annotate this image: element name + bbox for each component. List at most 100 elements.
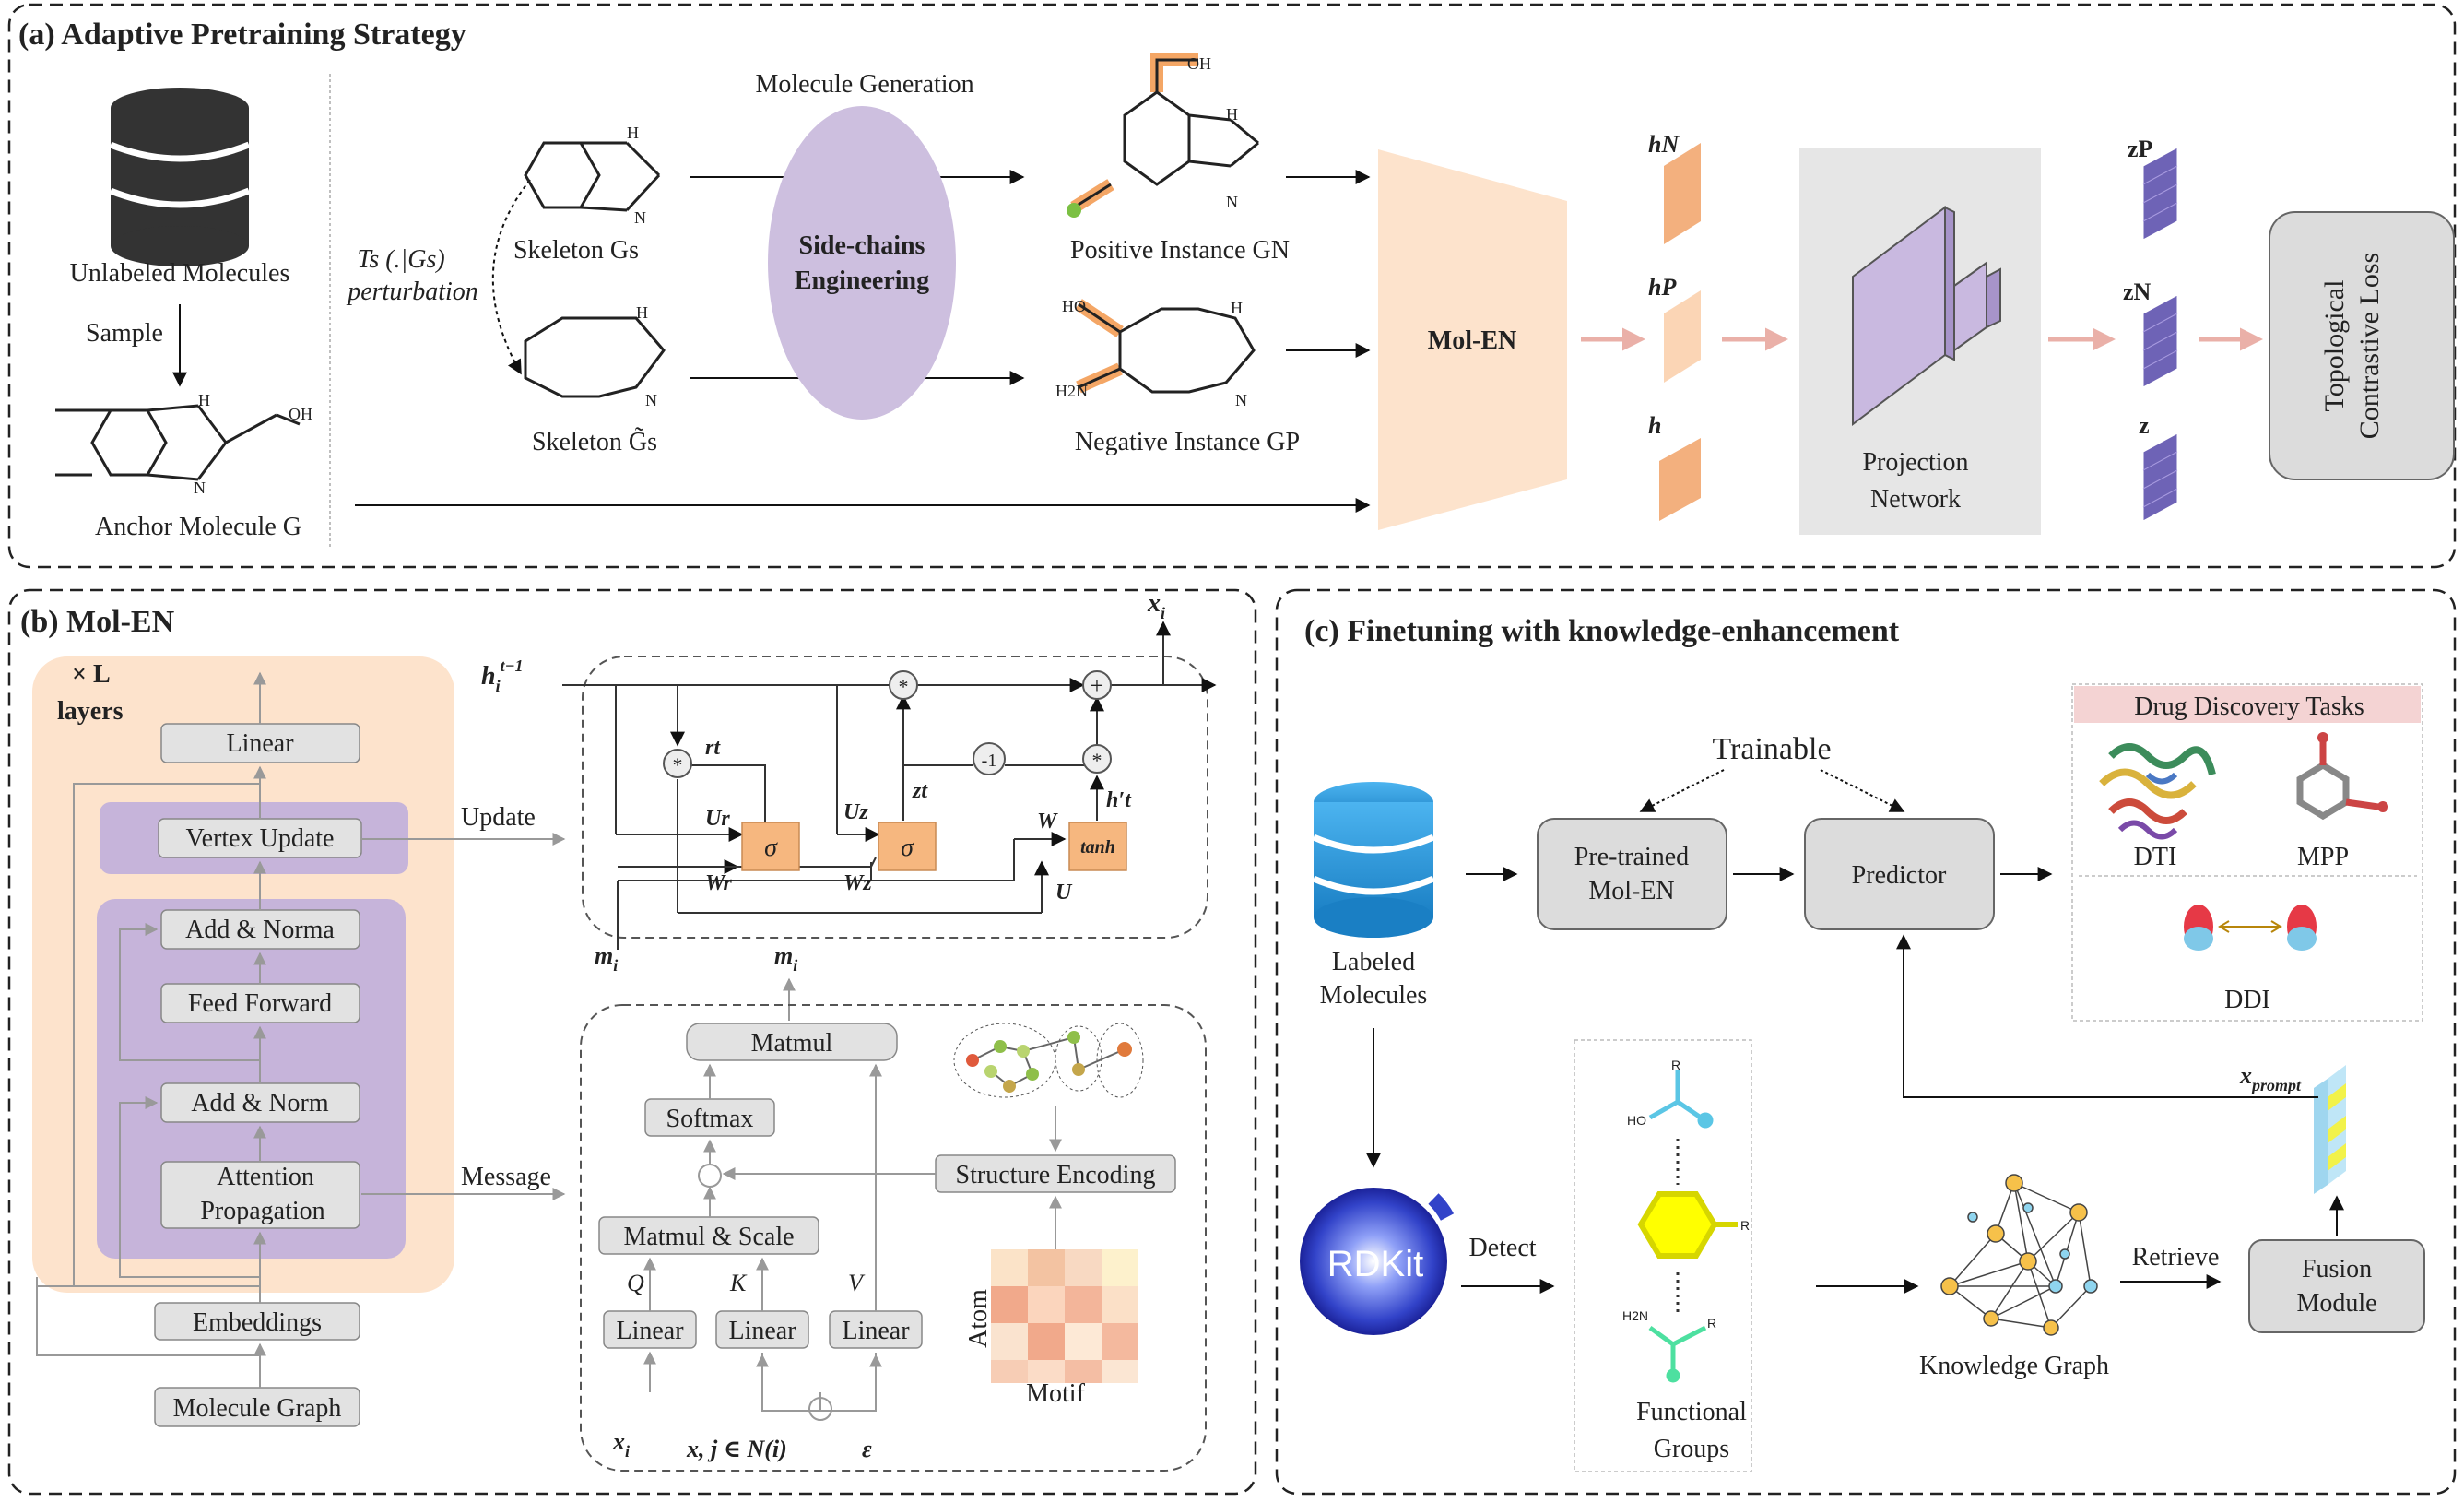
panel-b-border [7,588,1257,1496]
eps-label: ε [862,1436,872,1462]
x-i-label: xi [612,1428,630,1461]
attention-label-1: Attention [217,1163,314,1191]
ddi-icon [2184,905,2317,951]
zP-label: zP [2128,136,2153,162]
hP-label: hP [1648,274,1677,301]
add-norma-label: Add & Norma [185,916,335,944]
anchor-molecule [55,404,301,481]
functional-groups-box [1574,1039,1752,1472]
panel-c-border [1275,588,2457,1496]
anchor-nh: H [198,391,210,409]
fg-h2n: H2N [1622,1308,1648,1323]
gst-n: N [645,391,657,409]
prompt-vector [2314,1065,2346,1194]
fg-label-2: Groups [1654,1435,1729,1463]
phenyl-icon [1637,1191,1718,1259]
amide-icon [1648,1325,1707,1383]
pos-oh: OH [1187,54,1211,73]
fusion-label-1: Fusion [2302,1255,2372,1283]
projection-label-1: Projection [1862,448,1968,477]
layer-connectors [36,671,266,1388]
hP-block [1664,290,1701,383]
atom-label: Atom [964,1289,993,1348]
skeleton-tilde [524,316,666,398]
pos-n: N [1226,193,1238,211]
projection-label-2: Network [1870,485,1961,514]
knowledge-graph-icon [1940,1174,2098,1336]
panel-a-title: (a) Adaptive Pretraining Strategy [18,18,466,52]
embeddings-box [154,1302,360,1341]
linear-q-label: Linear [616,1317,684,1345]
dti-label: DTI [2134,843,2177,871]
detect-label: Detect [1468,1234,1536,1262]
neg-n: N [1235,391,1247,409]
carboxyl-icon [1648,1070,1714,1129]
unlabeled-label: Unlabeled Molecules [70,259,290,288]
motif-graph [953,1023,1144,1098]
neg-nh: H [1231,299,1243,317]
message-label: Message [461,1163,551,1191]
V-label: V [848,1270,866,1296]
Q-label: Q [627,1270,644,1296]
Wr-label: Wr [705,871,733,895]
side-chains-ellipse [768,106,956,420]
rt-label: rt [705,736,721,760]
molgen-label: Molecule Generation [755,70,973,99]
tasks-box [2071,683,2423,1022]
tasks-label: Drug Discovery Tasks [2134,692,2364,721]
attention-wires [643,1063,1062,1421]
perturb-word: perturbation [346,278,478,306]
h-block [1659,438,1701,521]
star-h: * [1092,749,1102,772]
W-label: W [1037,810,1058,834]
gru-wires [562,621,1217,950]
side-chains-1: Side-chains [799,231,925,260]
layers-label: layers [57,697,124,726]
x-out-label: xi [1147,589,1165,622]
pos-nh: H [1226,105,1238,124]
vertex-update-label: Vertex Update [186,824,335,853]
linear-k-label: Linear [728,1317,796,1345]
minus1-node: -1 [982,751,997,771]
fg-r-2: R [1740,1218,1750,1233]
trainable-arrow-left [1639,769,1725,812]
m-label-right: mi [774,942,797,975]
anchor-n: N [194,479,206,497]
pretrained-molen-box[interactable] [1537,818,1727,930]
gs-nh: H [627,124,639,142]
plus-node: + [1091,672,1104,699]
h-prev-label: hit−1 [481,656,524,695]
fusion-module-box[interactable] [2248,1239,2425,1333]
hN-block [1664,143,1701,244]
fg-r-1: R [1671,1058,1680,1072]
gru-nodes: * * + * -1 σ σ tanh [663,670,1127,871]
labeled-label-1: Labeled [1332,948,1415,976]
neg-ho: HO [1062,297,1086,315]
add-norm-label: Add & Norm [191,1089,329,1118]
panel-b-title: (b) Mol-EN [20,605,175,639]
U-label: U [1055,881,1073,905]
star-r: * [673,753,683,776]
xL-label: × L [72,660,111,689]
projection-layers [1852,206,2001,426]
predictor-box[interactable] [1804,818,1995,930]
kg-label: Knowledge Graph [1919,1352,2109,1380]
panel-c: (c) Finetuning with knowledge-enhancemen… [1275,588,2457,1496]
gs-n: N [634,208,646,227]
positive-molecule [1067,53,1259,218]
panel-a: (a) Adaptive Pretraining Strategy Unlabe… [7,3,2457,569]
topo-label-2: Contrastive Loss [2354,253,2385,440]
trainable-arrow-right [1820,769,1905,812]
z-blocks [2142,147,2178,522]
K-label: K [729,1270,748,1296]
feed-forward-label: Feed Forward [188,989,332,1018]
rdkit-logo [1300,1188,1447,1335]
skeleton-label: Skeleton Gs [513,236,639,265]
pretrained-label-1: Pre-trained [1574,843,1689,871]
embeddings-label: Embeddings [193,1308,322,1337]
perturb-fn: Ts (.|Gs) [357,245,444,274]
molecule-graph-box [154,1387,360,1427]
structure-encoding-label: Structure Encoding [956,1161,1156,1189]
fg-ho: HO [1627,1113,1646,1128]
